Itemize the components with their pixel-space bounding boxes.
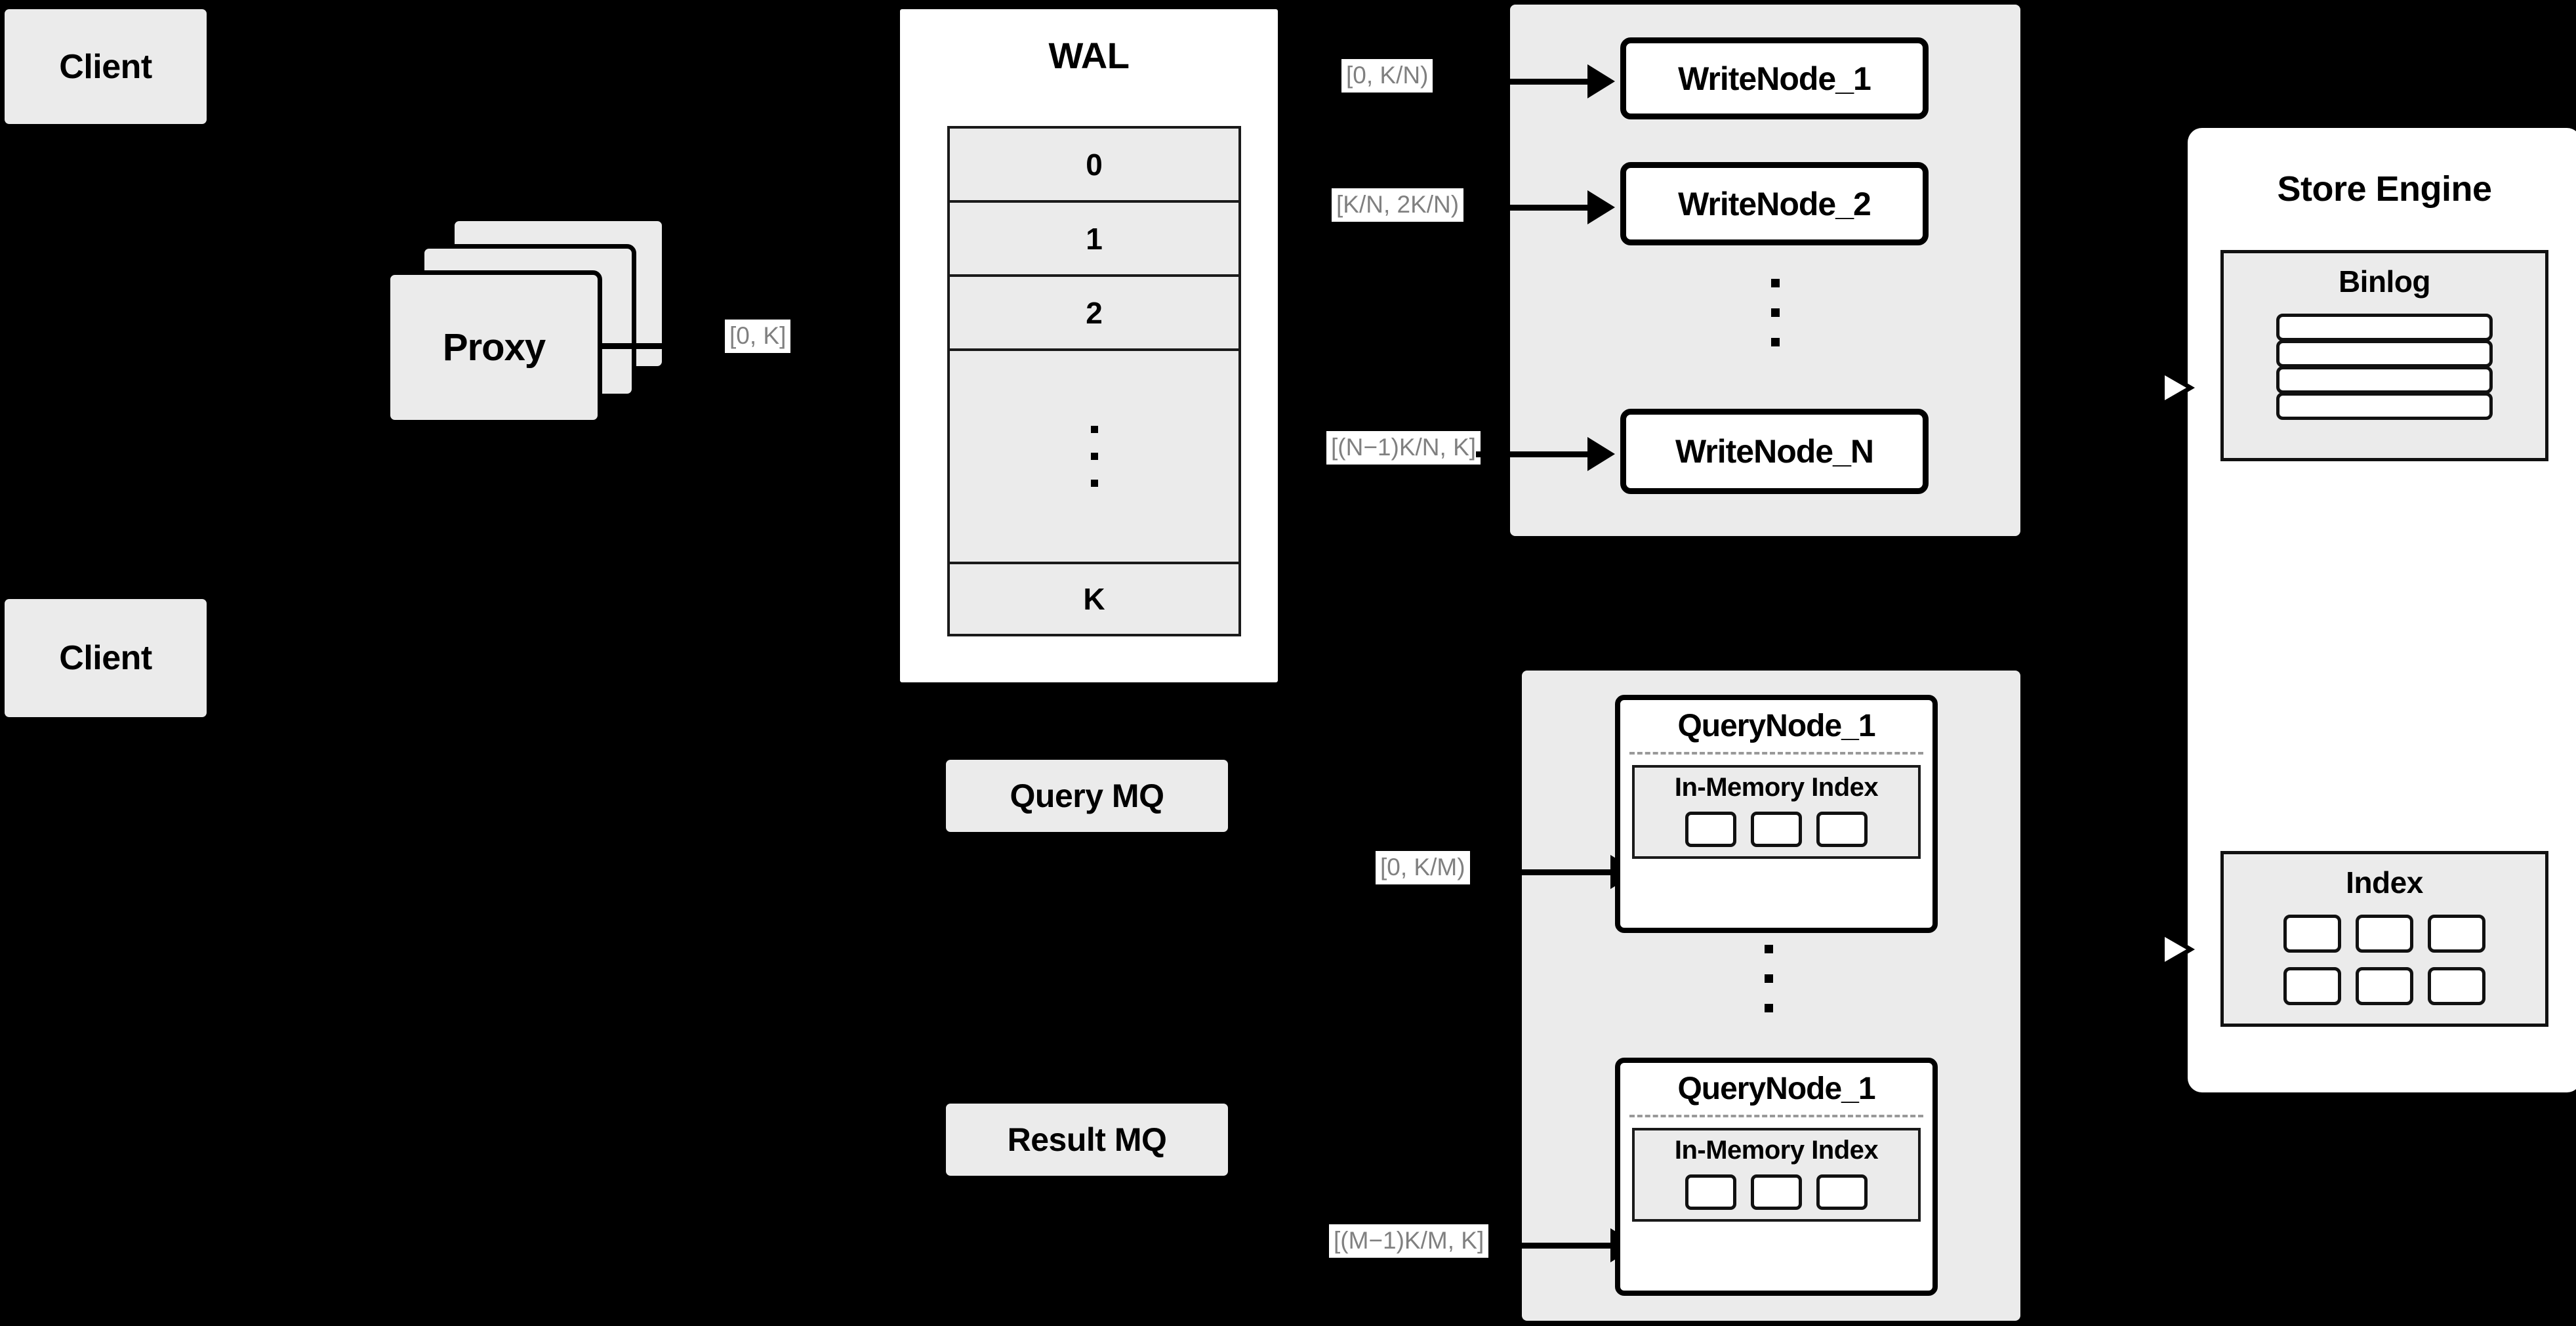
index-chip: [1751, 812, 1802, 847]
query-node-m-divider: [1629, 1115, 1923, 1117]
ellipsis-dot: [1765, 945, 1773, 953]
proxy-to-wal-line: [602, 343, 674, 349]
arrow-head-writenode-n: [1587, 437, 1615, 471]
ellipsis-dot: [1765, 1004, 1773, 1012]
index-chip: [1685, 1174, 1736, 1210]
query-node-m[interactable]: QueryNode_1 In-Memory Index: [1615, 1058, 1938, 1296]
binlog-row-list: [2224, 314, 2545, 420]
index-chip: [2283, 967, 2341, 1005]
write-node-n-label: WriteNode_N: [1675, 433, 1874, 470]
query-mq-label: Query MQ: [1010, 777, 1164, 814]
index-box: Index: [2220, 851, 2548, 1027]
index-chip: [1751, 1174, 1802, 1210]
query-node-m-index-chips: [1635, 1174, 1918, 1219]
client-label-2: Client: [59, 639, 152, 677]
binlog-row: [2276, 340, 2493, 367]
binlog-row: [2276, 314, 2493, 341]
query-mq-box[interactable]: Query MQ: [946, 760, 1228, 832]
index-chip: [1816, 1174, 1868, 1210]
client-box-2[interactable]: Client: [5, 599, 207, 717]
query-node-1-index-title: In-Memory Index: [1674, 773, 1879, 802]
arrow-line-binlog: [2112, 385, 2175, 390]
ellipsis-dot: [1771, 308, 1780, 317]
arrow-line-writenode-1: [1476, 79, 1594, 85]
ellipsis-dot: [1771, 338, 1780, 346]
client-label-1: Client: [59, 47, 152, 86]
arrow-line-index: [2112, 947, 2175, 951]
wal-cell-list: 0 1 2 K: [947, 126, 1241, 636]
store-engine-title: Store Engine: [2277, 169, 2492, 209]
edge-label-querynode-m: [(M−1)K/M, K]: [1329, 1224, 1489, 1258]
edge-label-writenode-n: [(N−1)K/N, K]: [1326, 431, 1481, 465]
query-node-1-title: QueryNode_1: [1677, 709, 1875, 743]
wal-panel: WAL 0 1 2 K: [895, 5, 1282, 687]
binlog-box: Binlog: [2220, 250, 2548, 461]
wal-cell-ellipsis: [950, 351, 1238, 564]
query-node-ellipsis: [1765, 945, 1773, 1012]
query-node-m-index-title: In-Memory Index: [1674, 1136, 1879, 1165]
write-node-ellipsis: [1771, 279, 1780, 346]
query-node-1-index-chips: [1635, 812, 1918, 856]
query-node-1-inmemory-index: In-Memory Index: [1632, 765, 1921, 859]
result-mq-label: Result MQ: [1007, 1121, 1167, 1158]
arrow-head-binlog: [2165, 371, 2195, 405]
binlog-row: [2276, 392, 2493, 420]
edge-label-writenode-2: [K/N, 2K/N): [1332, 188, 1464, 222]
index-chip: [2283, 915, 2341, 953]
write-node-2-label: WriteNode_2: [1678, 185, 1871, 222]
edge-label-proxy-to-wal: [0, K]: [725, 320, 791, 353]
query-node-1[interactable]: QueryNode_1 In-Memory Index: [1615, 695, 1938, 933]
proxy-label: Proxy: [442, 326, 546, 369]
index-chip: [2356, 915, 2413, 953]
index-chip: [2356, 967, 2413, 1005]
write-node-2[interactable]: WriteNode_2: [1620, 162, 1929, 245]
query-node-m-inmemory-index: In-Memory Index: [1632, 1128, 1921, 1222]
query-node-1-divider: [1629, 752, 1923, 755]
ellipsis-dot: [1090, 426, 1098, 433]
proxy-box[interactable]: Proxy: [386, 270, 602, 425]
wal-title: WAL: [1048, 35, 1130, 76]
result-mq-box[interactable]: Result MQ: [946, 1104, 1228, 1176]
ellipsis-dot: [1771, 279, 1780, 287]
arrow-line-writenode-n: [1476, 451, 1594, 457]
arrow-head-writenode-2: [1587, 190, 1615, 224]
write-node-1[interactable]: WriteNode_1: [1620, 37, 1929, 119]
index-chip: [1685, 812, 1736, 847]
edge-label-writenode-1: [0, K/N): [1341, 59, 1433, 93]
edge-label-querynode-1: [0, K/M): [1376, 851, 1470, 884]
store-engine-panel: Store Engine Binlog Index: [2188, 128, 2576, 1092]
query-node-m-title: QueryNode_1: [1677, 1071, 1875, 1106]
ellipsis-dot: [1090, 480, 1098, 487]
arrow-head-writenode-1: [1587, 64, 1615, 98]
wal-cell-k: K: [950, 564, 1238, 634]
write-node-n[interactable]: WriteNode_N: [1620, 409, 1929, 494]
binlog-title: Binlog: [2338, 264, 2431, 299]
write-node-1-label: WriteNode_1: [1678, 60, 1871, 97]
index-chip-grid: [2224, 915, 2545, 1005]
wal-cell-0: 0: [950, 129, 1238, 203]
index-chip: [2428, 967, 2485, 1005]
binlog-row: [2276, 366, 2493, 394]
index-chip: [2428, 915, 2485, 953]
ellipsis-dot: [1765, 974, 1773, 983]
arrow-line-querynode-1: [1499, 869, 1617, 875]
index-title: Index: [2346, 865, 2423, 900]
wal-cell-2: 2: [950, 277, 1238, 351]
wal-cell-1: 1: [950, 203, 1238, 277]
arrow-line-querynode-m: [1499, 1243, 1617, 1249]
arrow-line-writenode-2: [1476, 205, 1594, 211]
ellipsis-dot: [1090, 453, 1098, 460]
index-chip: [1816, 812, 1868, 847]
arrow-head-index: [2165, 932, 2195, 966]
client-box-1[interactable]: Client: [5, 9, 207, 124]
